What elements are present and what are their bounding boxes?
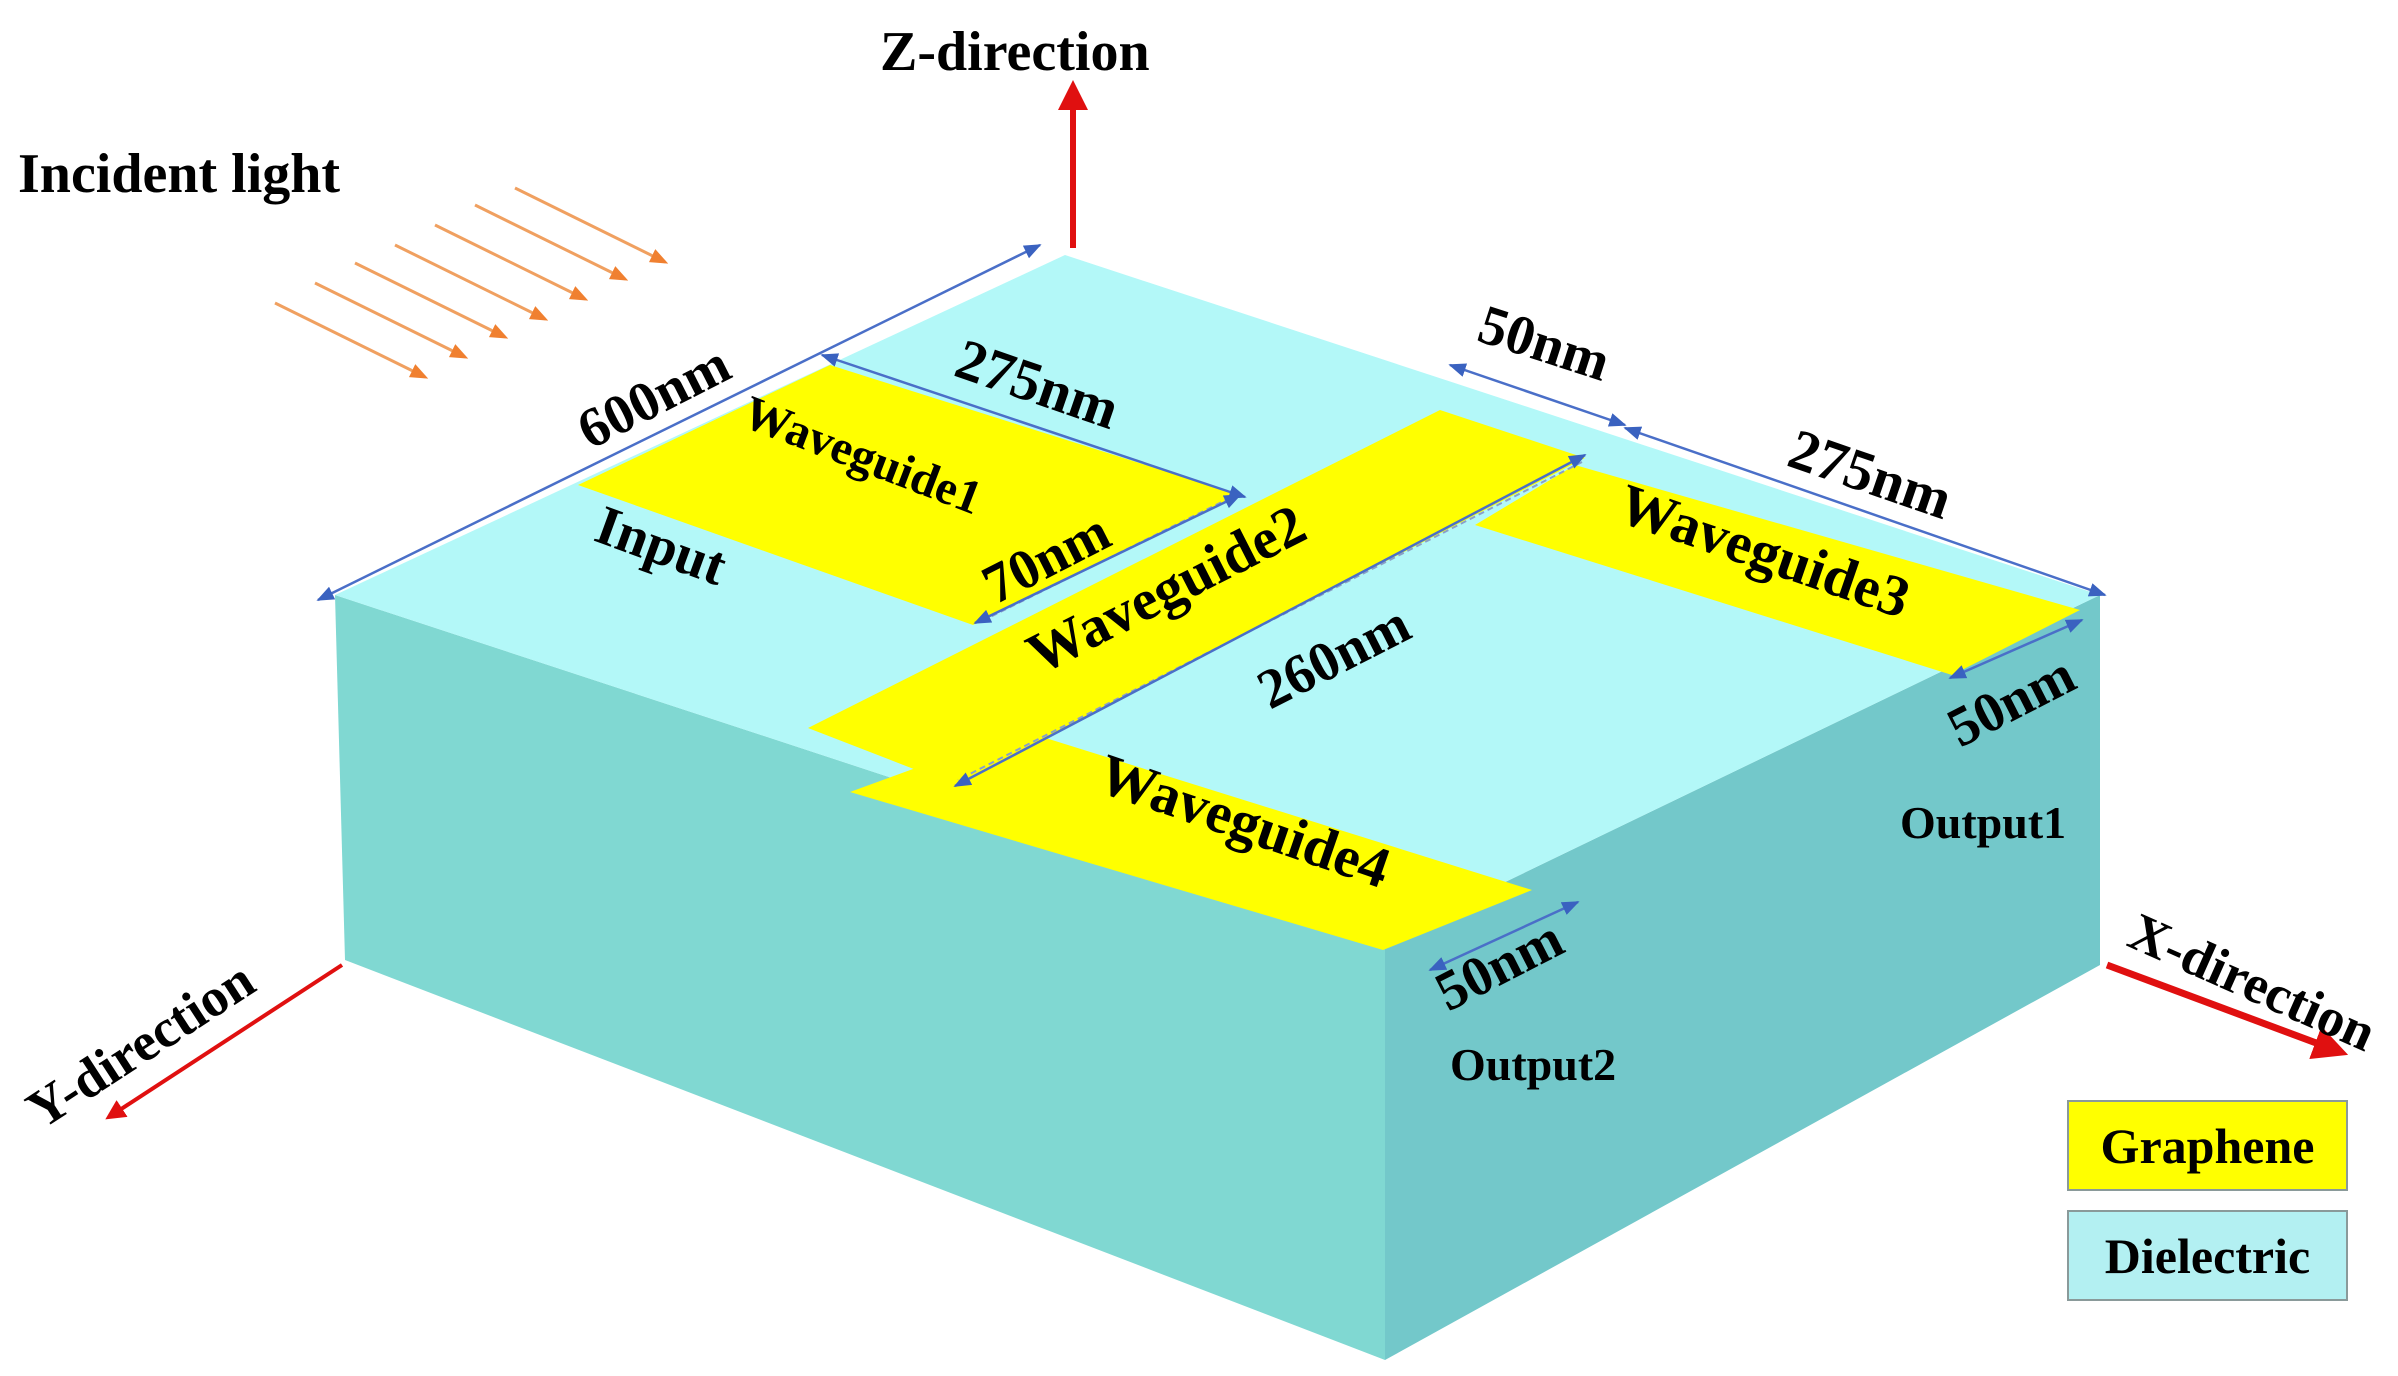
- light-ray-5: [354, 261, 509, 339]
- dielectric-right-face: [1385, 595, 2100, 1360]
- legend-dielectric: Dielectric: [2067, 1210, 2348, 1301]
- dim-260nm-line: [953, 453, 1587, 788]
- dim-275nm-wg3-line: [1623, 426, 2107, 597]
- legend-dielectric-label: Dielectric: [2104, 1227, 2311, 1284]
- x-axis-arrow: [2105, 961, 2349, 1060]
- output2-label: Output2: [1450, 1039, 1616, 1090]
- dim-50nm-wg3-line: [1948, 618, 2084, 680]
- z-direction-label: Z-direction: [880, 21, 1150, 83]
- incident-light-label: Incident light: [18, 143, 340, 205]
- dim-600nm-line: [316, 243, 1042, 602]
- light-ray-6: [314, 281, 469, 359]
- incident-light-arrows: [274, 186, 669, 379]
- legend-graphene-label: Graphene: [2100, 1117, 2315, 1174]
- light-ray-2: [474, 203, 629, 281]
- y-direction-label: Y-direction: [16, 949, 265, 1140]
- light-ray-3: [434, 223, 589, 301]
- output1-label: Output1: [1900, 797, 2066, 848]
- dim-50nm-wg4-line: [1428, 900, 1580, 972]
- light-ray-7: [274, 301, 429, 379]
- dim-50nm-gap-line: [1448, 363, 1627, 427]
- legend-graphene: Graphene: [2067, 1100, 2348, 1191]
- light-ray-4: [394, 243, 549, 321]
- y-axis-arrow: [105, 963, 344, 1120]
- light-ray-1: [514, 186, 669, 264]
- dimension-lines: [316, 243, 2107, 972]
- dielectric-left-face: [335, 595, 1385, 1360]
